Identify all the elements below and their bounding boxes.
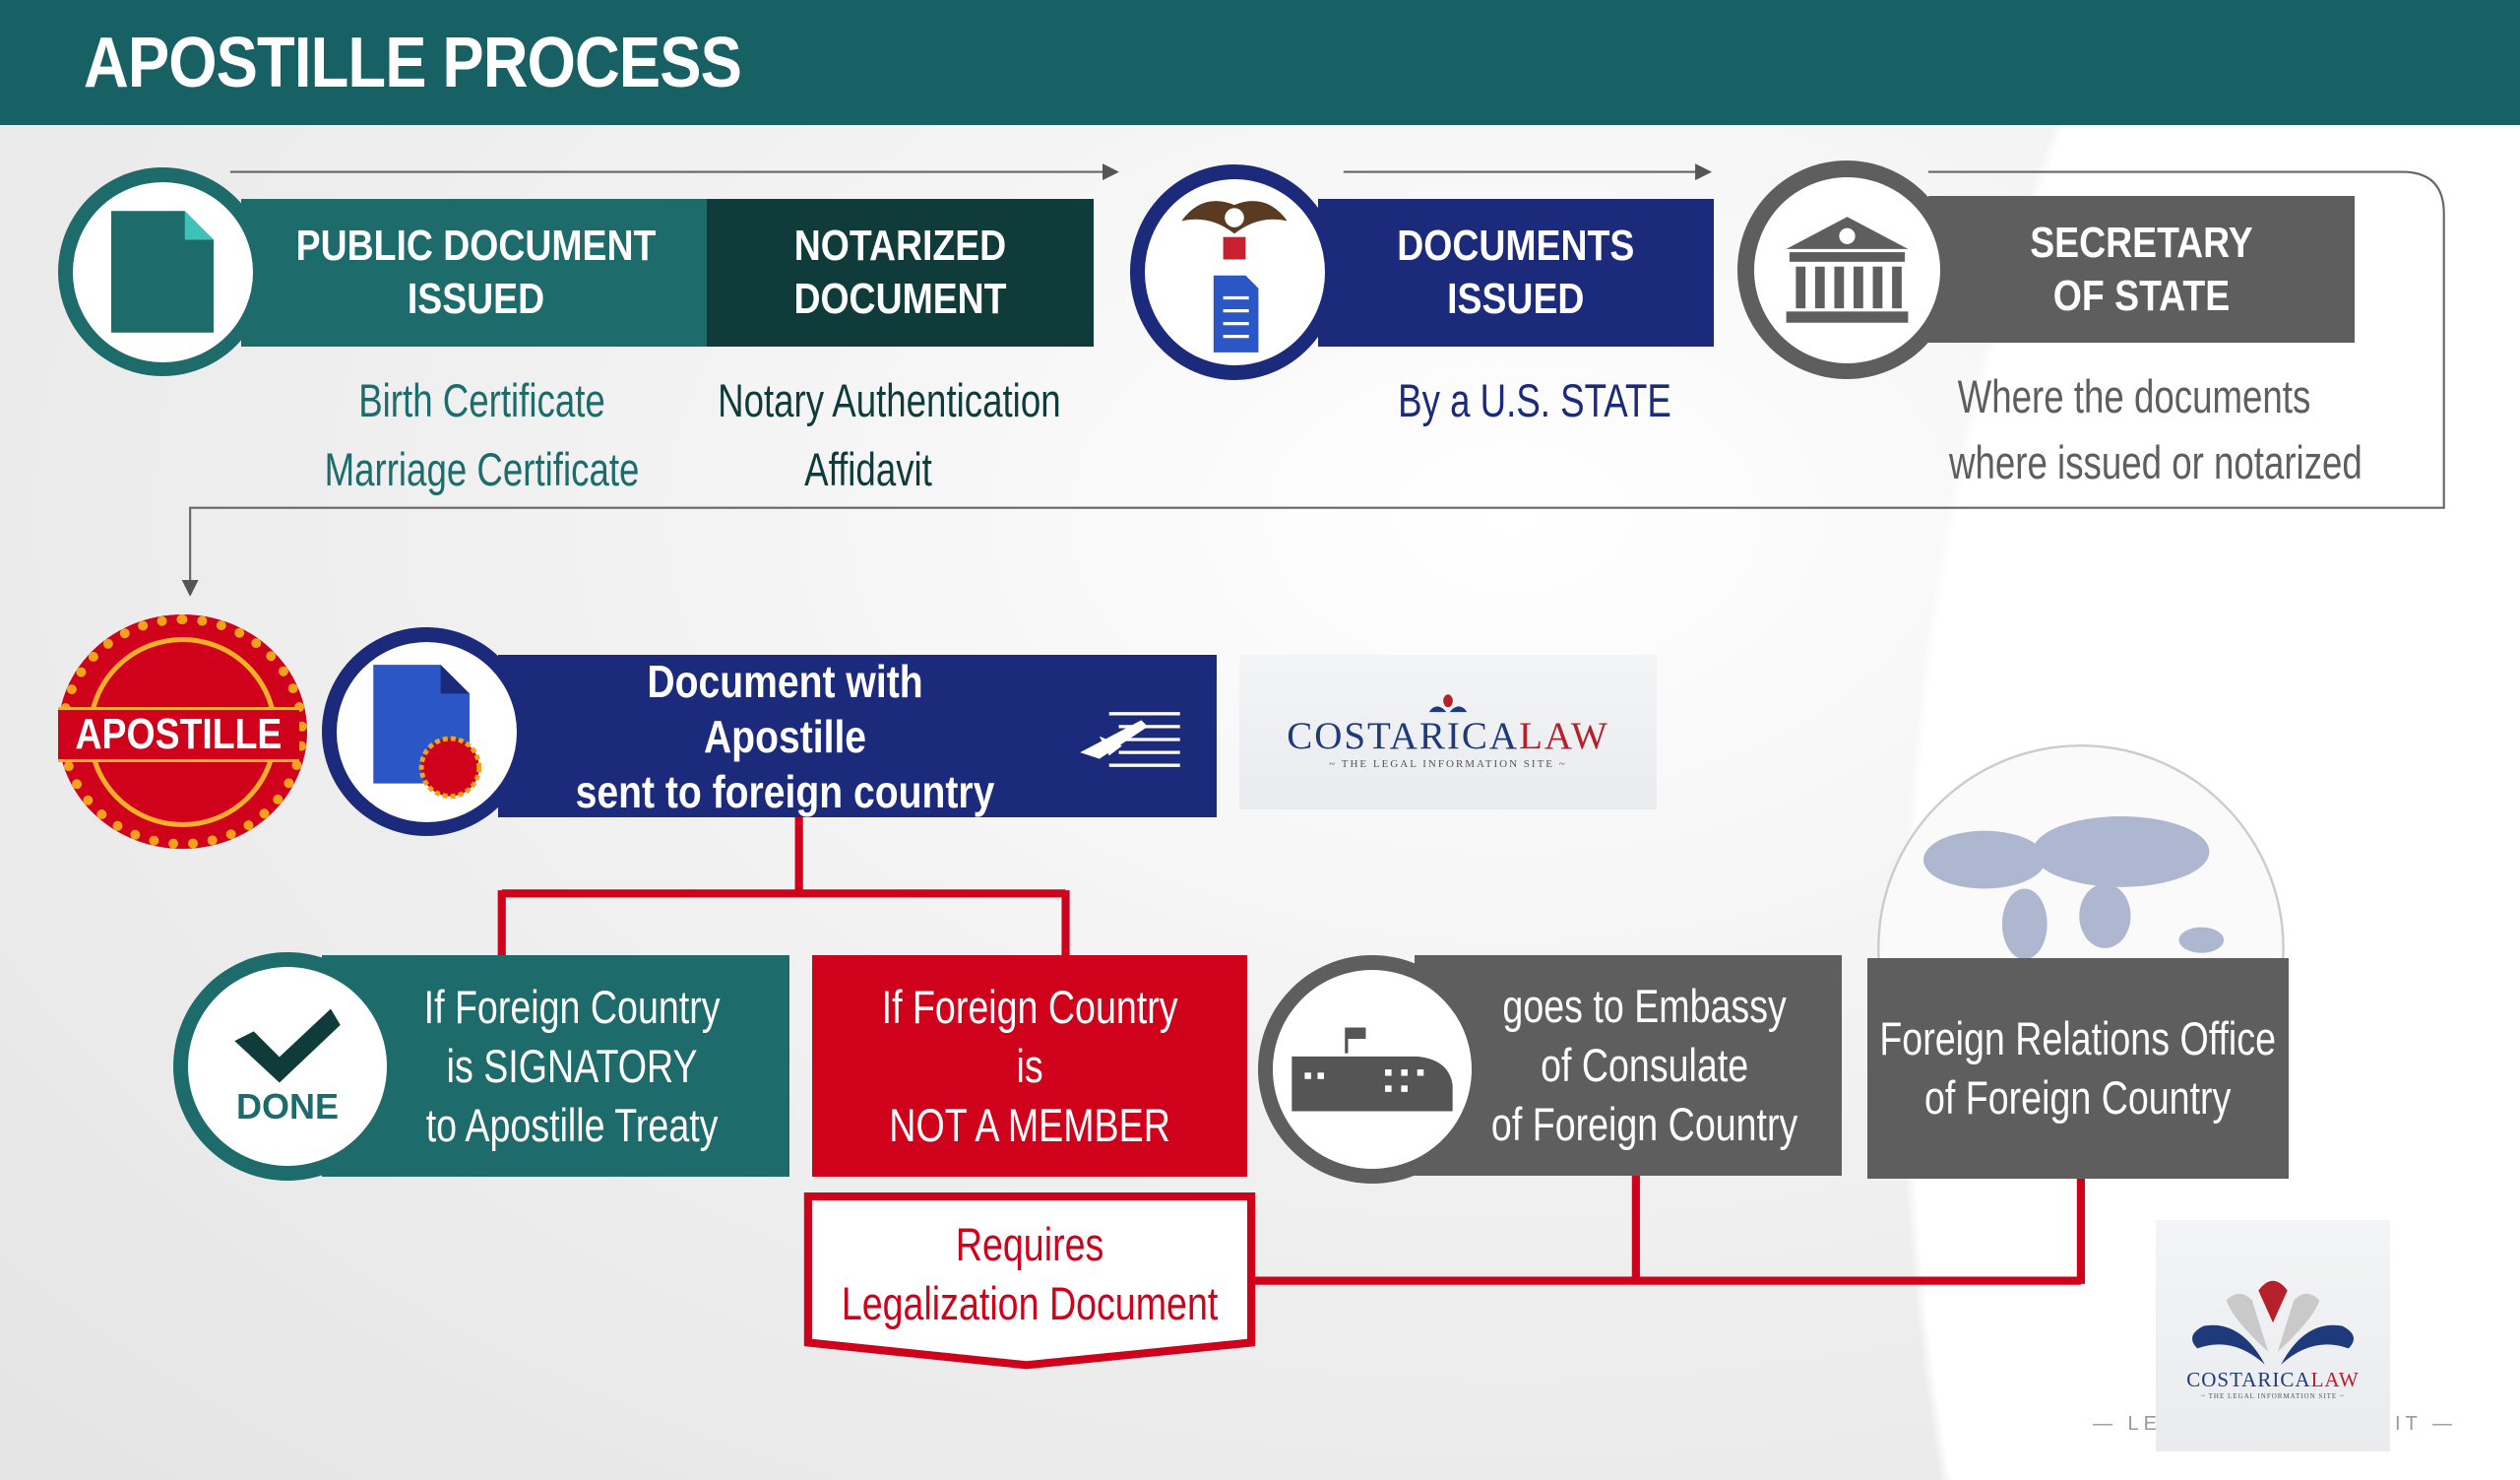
documents-issued-circle	[1130, 164, 1339, 380]
documents-issued-bar: DOCUMENTS ISSUED	[1318, 199, 1714, 347]
notarized-examples: Notary Authentication Affidavit	[718, 374, 1061, 495]
public-document-examples: Birth Certificate Marriage Certificate	[324, 374, 640, 495]
secretary-of-state-bar: SECRETARY OF STATE	[1928, 196, 2355, 343]
logo-mark-icon	[2192, 1280, 2354, 1365]
secretary-detail: Where the documents where issued or nota…	[1949, 370, 2362, 488]
done-label: DONE	[235, 1086, 339, 1126]
eagle-seal-icon	[1181, 201, 1288, 353]
embassy-building-icon	[1292, 1027, 1453, 1112]
notarized-document-bar: NOTARIZED DOCUMENT	[707, 199, 1094, 347]
costaricalaw-logo-banner: COSTARICALAW ~ THE LEGAL INFORMATION SIT…	[1239, 655, 1657, 809]
sealed-document-icon	[373, 664, 482, 799]
public-document-bar: PUBLIC DOCUMENT ISSUED	[241, 199, 711, 347]
apostille-label: APOSTILLE	[58, 707, 299, 762]
bg-text-left: — LE	[2093, 1413, 2163, 1435]
checkmark-icon	[234, 1008, 341, 1083]
page-title: APOSTILLE PROCESS	[84, 24, 742, 102]
costaricalaw-logo-square: COSTARICALAW ~ THE LEGAL INFORMATION SIT…	[2156, 1220, 2390, 1451]
airplane-mail-icon	[1080, 712, 1180, 767]
embassy-circle	[1258, 955, 1486, 1184]
public-document-circle	[58, 167, 267, 376]
apostille-document-circle	[322, 627, 531, 836]
flow-arrow	[181, 170, 2445, 597]
red-connectors	[497, 816, 2085, 1285]
document-icon	[111, 211, 214, 333]
logo-mark-icon	[1428, 694, 1468, 713]
done-circle: DONE	[173, 952, 402, 1181]
header-bar	[0, 0, 2520, 125]
bg-text-right: IT —	[2395, 1413, 2457, 1435]
requires-box-frame	[803, 1191, 1256, 1370]
secretary-circle	[1737, 161, 1956, 379]
government-building-icon	[1786, 217, 1908, 323]
documents-issued-detail: By a U.S. STATE	[1398, 374, 1671, 426]
